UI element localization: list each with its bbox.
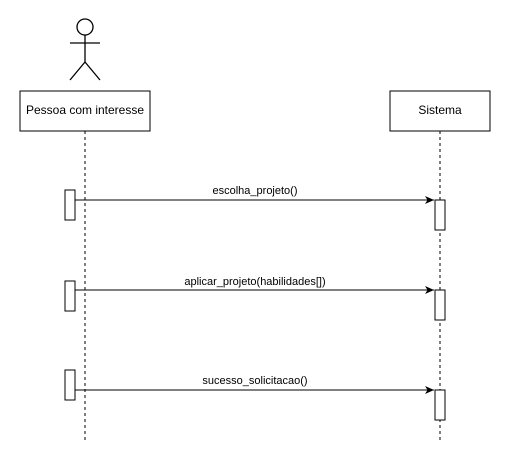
actor-label: Pessoa com interesse — [26, 103, 144, 117]
message-escolha-projeto: escolha_projeto() — [64, 185, 446, 231]
actor-participant-box: Pessoa com interesse — [19, 90, 151, 132]
message-aplicar-projeto: aplicar_projeto(habilidades[]) — [64, 276, 446, 321]
system-label: Sistema — [418, 103, 462, 117]
message-label: sucesso_solicitacao() — [202, 375, 307, 387]
actor-activation-bar — [64, 189, 76, 221]
message-sucesso-solicitacao: sucesso_solicitacao() — [64, 369, 446, 421]
message-label: escolha_projeto() — [213, 185, 298, 197]
actor-activation-bar — [64, 369, 76, 401]
system-activation-bar — [434, 199, 446, 231]
stick-figure-icon — [69, 18, 101, 81]
message-label: aplicar_projeto(habilidades[]) — [184, 276, 325, 288]
system-participant-box: Sistema — [389, 90, 491, 132]
system-activation-bar — [434, 389, 446, 421]
system-activation-bar — [434, 289, 446, 321]
actor-activation-bar — [64, 280, 76, 312]
